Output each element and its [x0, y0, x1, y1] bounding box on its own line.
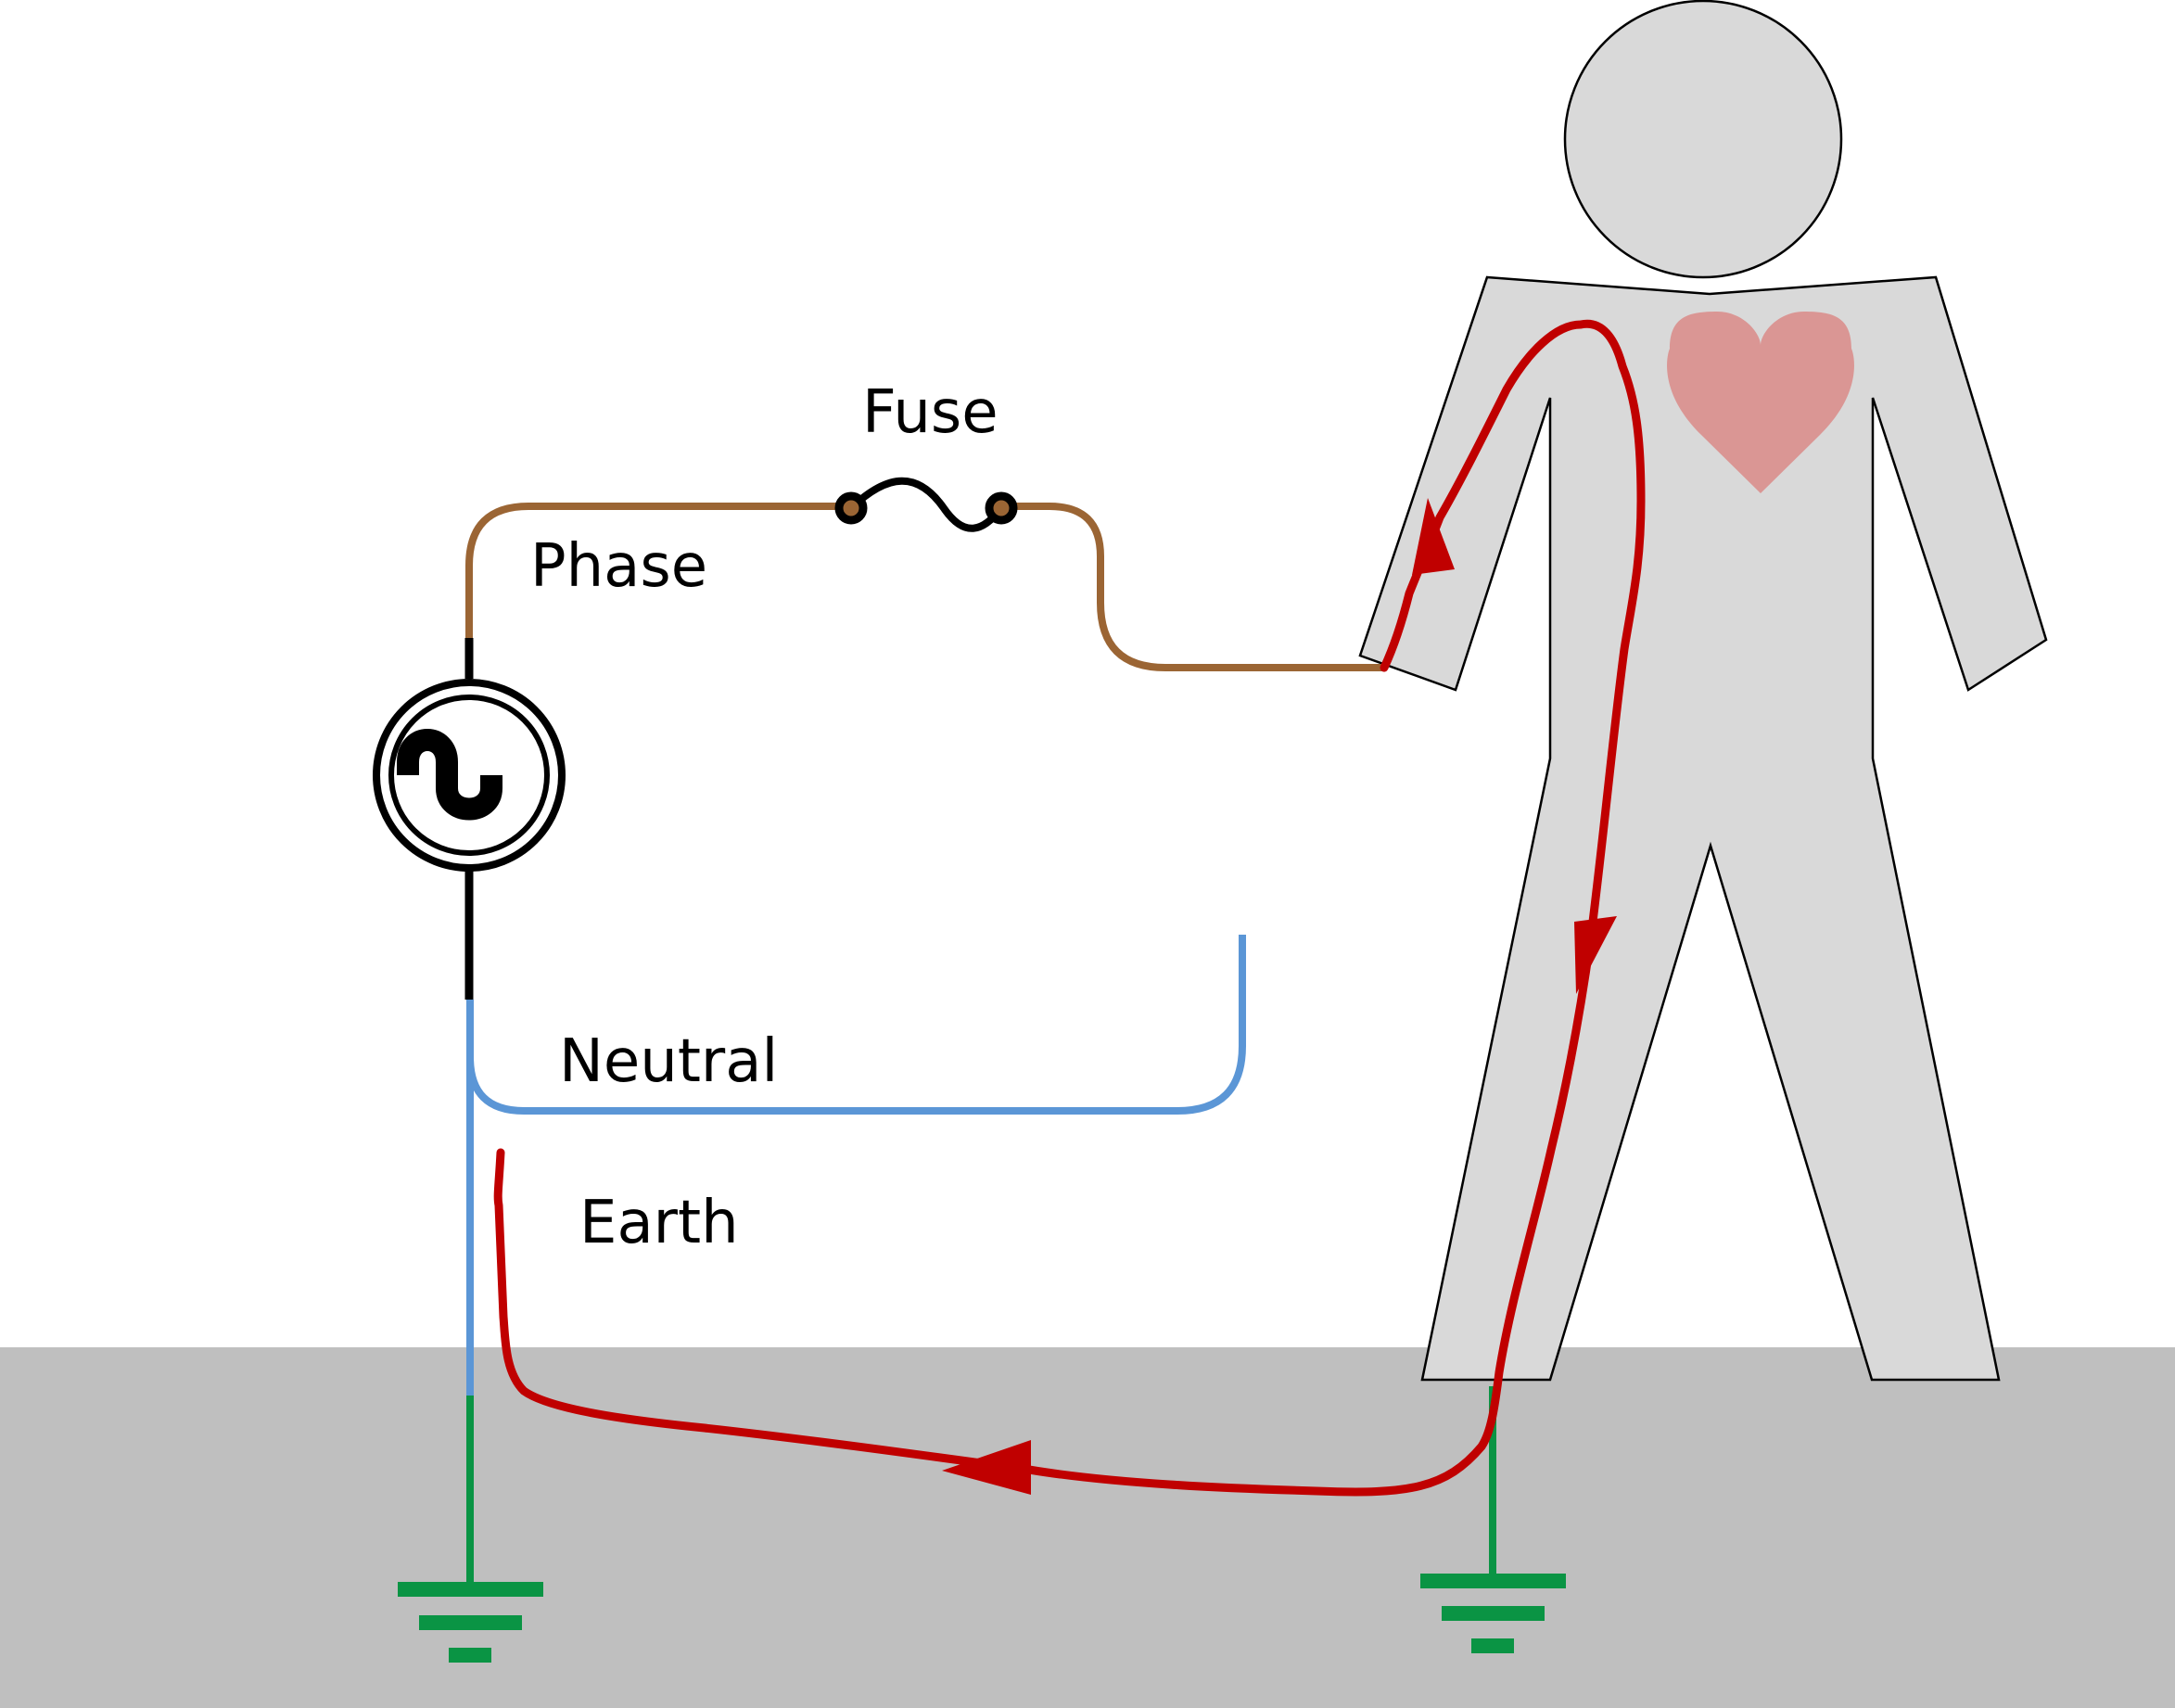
person-silhouette-icon [1358, 0, 2048, 1382]
current-arrow-ground-left [942, 1440, 1031, 1495]
ac-source-icon [373, 638, 566, 1000]
ground-symbol-icon [398, 1582, 543, 1663]
phase-label: Phase [530, 532, 707, 601]
phase-wire-load [1001, 503, 1384, 671]
ground-symbol-icon [1420, 1574, 1566, 1653]
phase-wire [465, 503, 851, 638]
person-body [1358, 275, 2048, 1382]
ground-area [0, 1347, 2175, 1708]
current-path [493, 319, 1646, 1497]
neutral-label: Neutral [559, 1027, 778, 1096]
heart-icon [1667, 312, 1854, 493]
neutral-wire [466, 935, 1246, 1115]
fuse-icon [834, 477, 1018, 532]
current-arrow-arm-up [1412, 498, 1455, 575]
fuse-label: Fuse [862, 378, 998, 447]
earth-label: Earth [579, 1189, 739, 1257]
person-head [1563, 0, 1843, 279]
current-arrow-body-down [1574, 916, 1617, 994]
